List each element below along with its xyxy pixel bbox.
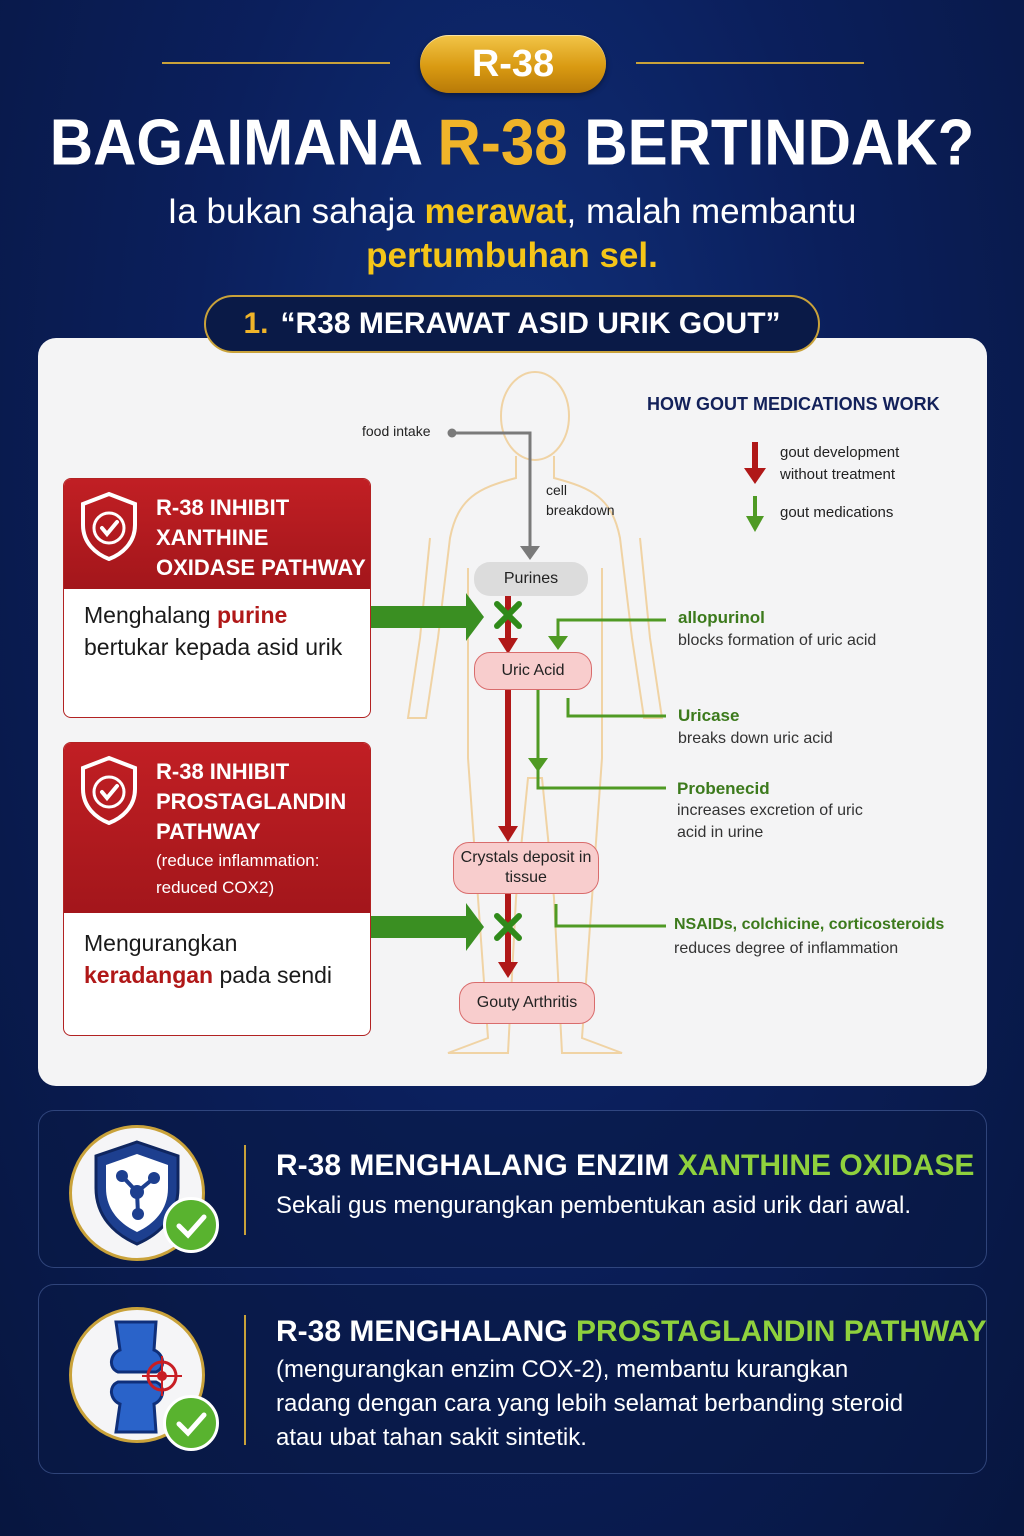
med-desc-uricase: breaks down uric acid: [678, 730, 833, 747]
card-header: R-38 INHIBIT XANTHINE OXIDASE PATHWAY: [64, 479, 370, 589]
diagram-heading: HOW GOUT MEDICATIONS WORK: [647, 394, 940, 414]
info-card-prostaglandin: R-38 MENGHALANG PROSTAGLANDIN PATHWAY (m…: [38, 1284, 987, 1474]
food-intake-label: food intake: [362, 423, 431, 439]
node-crystals: Crystals deposit in tissue: [453, 842, 599, 894]
node-uric-acid: Uric Acid: [474, 652, 592, 690]
divider: [244, 1315, 246, 1445]
header-line-right: [636, 62, 864, 64]
green-medication-lines: [536, 618, 666, 928]
med-desc-probenecid: increases excretion of uric acid in urin…: [677, 802, 863, 841]
check-icon: [163, 1395, 219, 1451]
legend-green-label: gout medications: [780, 504, 894, 521]
legend-red-arrow: [744, 442, 766, 484]
section-title: 1.“R38 MERAWAT ASID URIK GOUT”: [204, 295, 820, 353]
knee-joint-icon: [69, 1307, 205, 1443]
food-intake-arrow: [447, 428, 532, 550]
med-name-nsaids: NSAIDs, colchicine, corticosteroids: [674, 916, 945, 933]
info-heading: R-38 MENGHALANG ENZIM XANTHINE OXIDASE: [276, 1149, 975, 1182]
page-subtitle: Ia bukan sahaja merawat, malah membantu …: [167, 192, 857, 275]
card-xanthine-oxidase: R-38 INHIBIT XANTHINE OXIDASE PATHWAY Me…: [63, 478, 371, 718]
page-title: BAGAIMANA R-38 BERTINDAK?: [49, 106, 975, 179]
card-arrows: [371, 593, 484, 951]
card-header: R-38 INHIBIT PROSTAGLANDIN PATHWAY (redu…: [64, 743, 370, 913]
card-body: Menghalang purine bertukar kepada asid u…: [84, 602, 343, 660]
cell-breakdown-label: cell breakdown: [546, 482, 615, 518]
header-line-left: [162, 62, 390, 64]
card-subtitle: (reduce inflammation: reduced COX2): [156, 851, 320, 897]
info-text: (mengurangkan enzim COX-2), membantu kur…: [276, 1356, 904, 1451]
card-body: Mengurangkan keradangan pada sendi: [84, 930, 333, 988]
shield-check-icon: [81, 491, 137, 561]
med-name-uricase: Uricase: [678, 706, 740, 725]
divider: [244, 1145, 246, 1235]
info-heading: R-38 MENGHALANG PROSTAGLANDIN PATHWAY: [276, 1315, 987, 1348]
shield-molecule-icon: [69, 1125, 205, 1261]
info-text: Sekali gus mengurangkan pembentukan asid…: [276, 1192, 912, 1219]
med-desc-nsaids: reduces degree of inflammation: [674, 940, 899, 957]
food-intake-arrowhead: [520, 546, 540, 560]
gout-diagram: [371, 371, 766, 1054]
legend-red-label: gout development without treatment: [780, 444, 900, 483]
med-name-probenecid: Probenecid: [677, 779, 770, 798]
card-title: R-38 INHIBIT XANTHINE OXIDASE PATHWAY: [156, 495, 366, 580]
r38-badge: R-38: [420, 35, 606, 93]
node-purines: Purines: [474, 562, 588, 596]
node-gouty-arthritis: Gouty Arthritis: [459, 982, 595, 1024]
card-title: R-38 INHIBIT PROSTAGLANDIN PATHWAY: [156, 759, 347, 844]
legend-green-arrow: [746, 496, 764, 532]
human-body-outline: [406, 371, 664, 1054]
med-desc-allopurinol: blocks formation of uric acid: [678, 632, 877, 649]
check-icon: [163, 1197, 219, 1253]
med-name-allopurinol: allopurinol: [678, 608, 765, 627]
info-card-xanthine: R-38 MENGHALANG ENZIM XANTHINE OXIDASE S…: [38, 1110, 987, 1268]
card-prostaglandin: R-38 INHIBIT PROSTAGLANDIN PATHWAY (redu…: [63, 742, 371, 1036]
shield-check-icon: [81, 755, 137, 825]
block-x-marks: [494, 601, 522, 941]
